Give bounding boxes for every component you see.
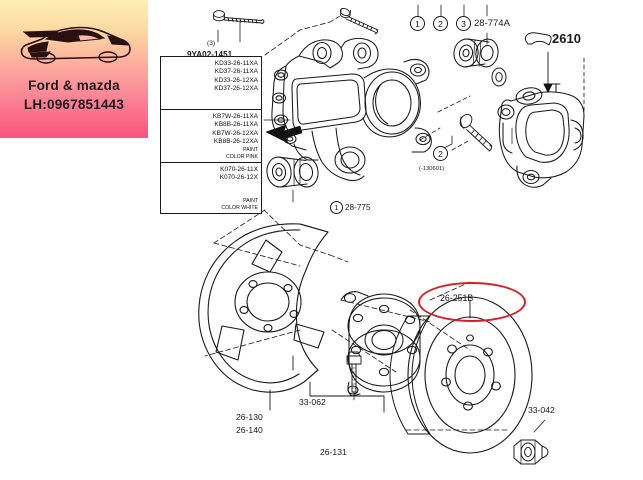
part-number-table: KD33-26-11XA KD37-26-11XA KD33-26-12XA K…	[160, 56, 262, 214]
table-header-code: 9YA02-1451	[187, 50, 233, 59]
callout-index-2-bolt[interactable]: 2	[433, 146, 448, 161]
part-codes: KB7W-26-11XA KB8B-26-11XA KB7W-26-12XA K…	[212, 113, 258, 146]
callout-index-3[interactable]: 3	[456, 16, 471, 31]
watermark-line-1: Ford & mazda	[28, 78, 120, 93]
part-codes: KD33-26-11XA KD37-26-11XA KD33-26-12XA K…	[214, 60, 258, 93]
highlight-ellipse	[418, 282, 526, 322]
label-hub: 26-131	[320, 447, 347, 457]
callout-index-1-lower[interactable]: 1	[330, 201, 343, 214]
table-row[interactable]: K070-26-11X K070-26-12X PAINT COLOR WHIT…	[161, 163, 261, 213]
label-bushing-lower: 28-775	[345, 203, 371, 212]
label-axle-nut: 33-042	[528, 405, 555, 415]
label-caliper: 2610	[552, 31, 581, 46]
shop-watermark: Ford & mazda LH:0967851443	[0, 0, 148, 138]
label-bushing-upper: 28-774A	[474, 18, 510, 29]
part-codes: K070-26-11X K070-26-12X	[219, 166, 258, 182]
paint-note: PAINT COLOR PINK	[226, 147, 258, 160]
label-backing-plate-b: 26-140	[236, 425, 263, 435]
sports-car-icon	[20, 26, 131, 64]
callout-index-2[interactable]: 2	[433, 16, 448, 31]
label-hub-bolt: 33-062	[299, 397, 326, 407]
table-row[interactable]: KB7W-26-11XA KB8B-26-11XA KB7W-26-12XA K…	[161, 110, 261, 163]
label-disc-highlight: 26-251B	[440, 293, 474, 303]
paint-note: PAINT COLOR WHITE	[221, 198, 258, 211]
table-qty-label: (3)	[207, 40, 216, 47]
label-bolt-date-note: (-130601)	[419, 166, 445, 172]
watermark-line-2: LH:0967851443	[23, 97, 125, 112]
label-backing-plate-a: 26-130	[236, 412, 263, 422]
table-row[interactable]: KD33-26-11XA KD37-26-11XA KD33-26-12XA K…	[161, 57, 261, 110]
callout-index-1[interactable]: 1	[410, 16, 425, 31]
